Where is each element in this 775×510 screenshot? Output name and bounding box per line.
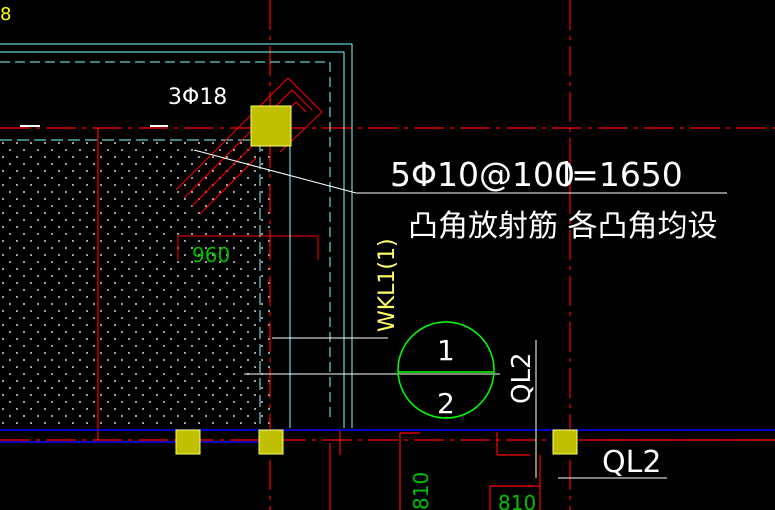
column-bottom-mid: [258, 429, 284, 455]
dimension-810-vertical: 810: [409, 472, 433, 510]
radial-rebar: [175, 77, 323, 215]
section-number-top: 1: [437, 334, 455, 367]
column-bottom-right: [552, 429, 578, 455]
radial-rebar-note: 凸角放射筋 各凸角均设: [408, 209, 718, 244]
corner-label: 8: [0, 4, 11, 25]
dimension-960: 960: [192, 243, 230, 267]
beam-ql2-horizontal: QL2: [602, 445, 661, 480]
leader-lines: [193, 149, 727, 479]
radial-rebar-spec: 5Φ10@100: [390, 155, 575, 194]
beam-ql2-vertical: QL2: [507, 353, 537, 405]
top-rebar-label: 3Φ18: [168, 85, 227, 110]
beam-blue-line: [0, 429, 775, 443]
beam-wkl-label: WKL1(1): [375, 238, 400, 332]
wall-outline: [0, 43, 353, 428]
section-number-bottom: 2: [437, 387, 455, 420]
section-symbol-circle-icon: [397, 321, 495, 419]
column-bottom-left: [175, 429, 201, 455]
dimension-960-bracket: [177, 235, 319, 260]
radial-rebar-length: l=1650: [562, 155, 683, 194]
slab-hatch: [0, 138, 270, 428]
column-top: [250, 105, 292, 147]
dimension-810-horizontal: 810: [498, 491, 536, 510]
columns: [175, 105, 578, 455]
